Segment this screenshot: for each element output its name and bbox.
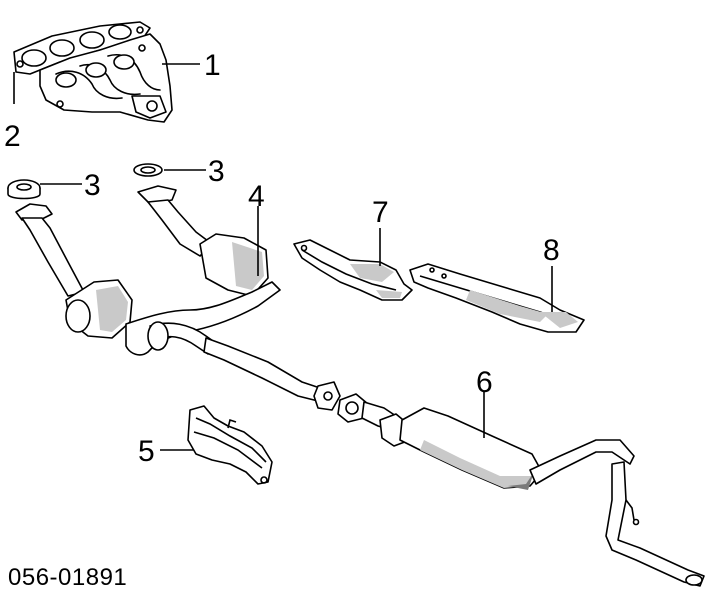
muffler-assembly: [337, 393, 705, 587]
exhaust-manifold: [39, 33, 173, 123]
callout-1: 1: [204, 49, 221, 82]
manifold-gasket: [13, 21, 151, 75]
diagram-reference-code: 056-01891: [8, 564, 127, 591]
heat-shield-8: [409, 263, 585, 333]
callout-8: 8: [543, 234, 560, 267]
leader-lines: [13, 63, 553, 451]
callout-3-left: 3: [84, 169, 101, 202]
y-pipe-catalytic-converters: [15, 185, 341, 411]
callout-5: 5: [138, 435, 155, 468]
heat-shield-7: [293, 239, 413, 301]
donut-gasket-right: [133, 163, 163, 177]
donut-gasket-left: [7, 179, 41, 200]
callout-4: 4: [248, 180, 265, 213]
callout-6: 6: [476, 366, 493, 399]
callout-7: 7: [372, 196, 389, 229]
callout-3-right: 3: [208, 155, 225, 188]
callout-2: 2: [4, 120, 21, 153]
heat-shield-5: [187, 405, 273, 485]
